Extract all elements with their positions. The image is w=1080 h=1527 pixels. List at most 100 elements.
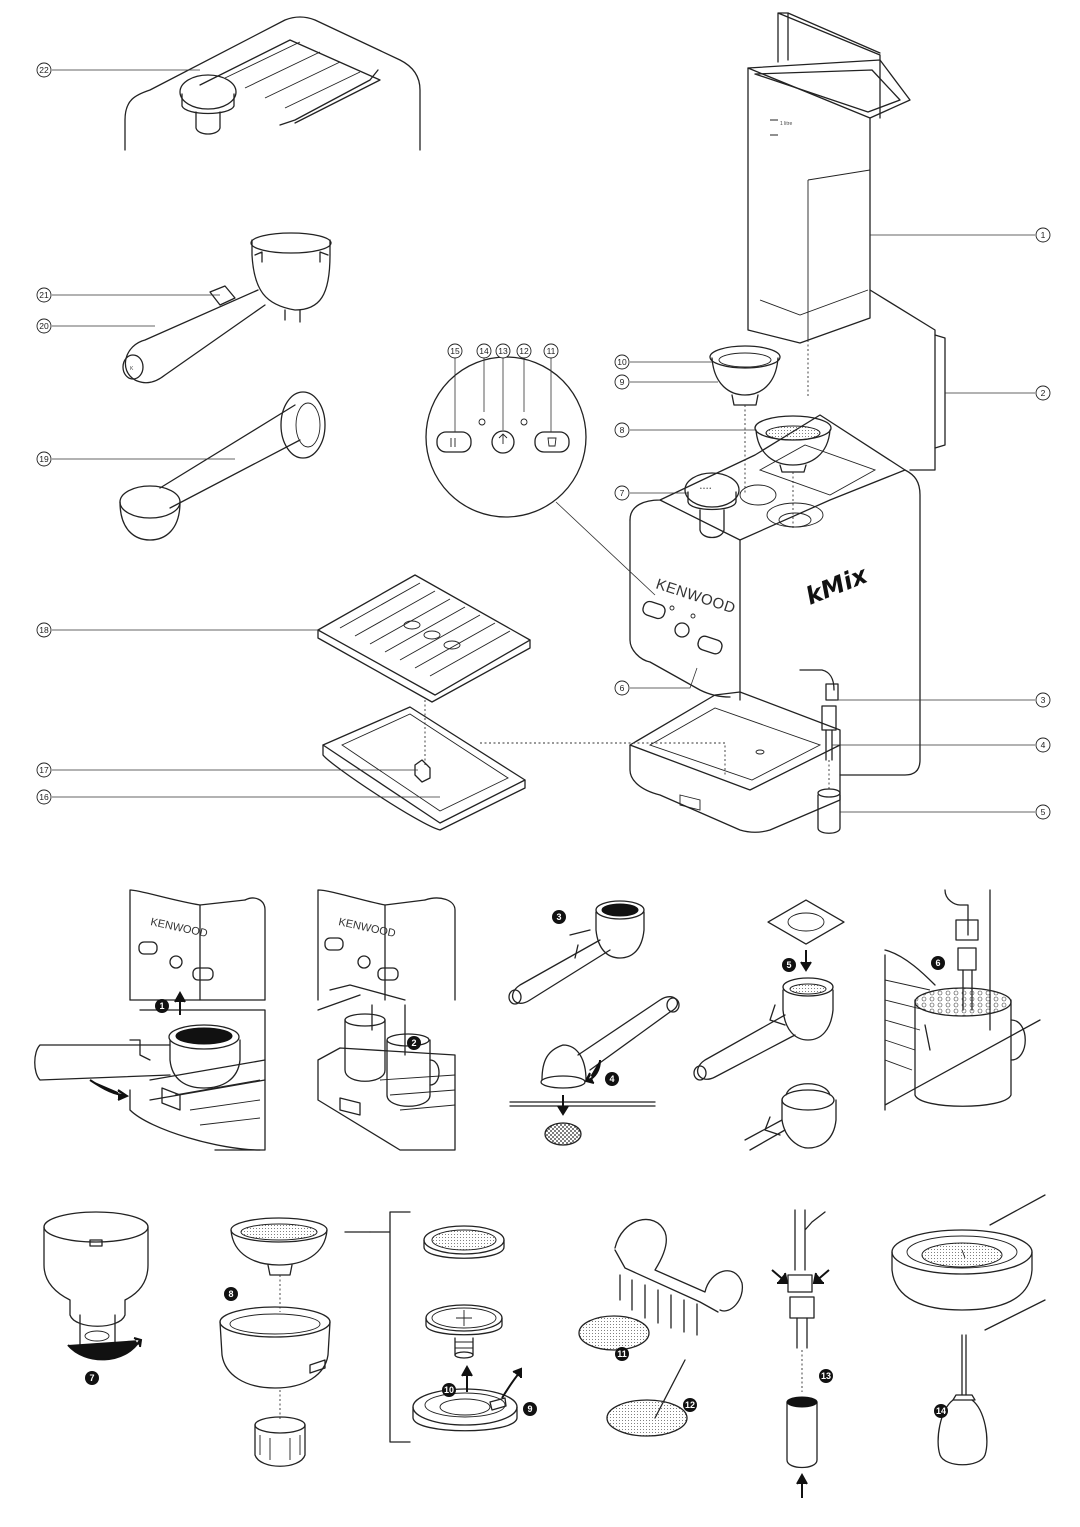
callout-21: 21 xyxy=(36,287,52,303)
measuring-scoop xyxy=(119,391,326,541)
step-14-number: 14 xyxy=(936,1406,946,1416)
step-14-needle-cleaning: 14 xyxy=(891,1194,1046,1466)
step-9-number: 9 xyxy=(527,1404,532,1414)
control-panel-zoom xyxy=(425,356,656,596)
callout-12: 12 xyxy=(516,343,532,359)
step-13-number: 13 xyxy=(821,1371,831,1381)
callout-14: 14 xyxy=(476,343,492,359)
svg-text:4: 4 xyxy=(1041,740,1046,750)
callout-18: 18 xyxy=(36,622,52,638)
step-5-insert-pod: 5 xyxy=(693,899,845,1151)
callout-1: 1 xyxy=(1035,227,1051,243)
portafilter: K xyxy=(122,232,332,384)
tank-scale-label: 1 litre xyxy=(780,121,792,127)
svg-text:7: 7 xyxy=(620,488,625,498)
step-6-number: 6 xyxy=(935,958,940,968)
step-3-4-remove-grounds: 3 4 xyxy=(508,900,680,1146)
svg-text:K: K xyxy=(130,366,134,372)
callout-10: 10 xyxy=(614,354,630,370)
svg-text:13: 13 xyxy=(498,346,508,356)
svg-text:11: 11 xyxy=(547,346,556,356)
svg-text:20: 20 xyxy=(39,321,49,331)
espresso-cup-icon xyxy=(547,437,557,447)
espresso-button-zoom[interactable] xyxy=(534,431,570,453)
svg-text:15: 15 xyxy=(450,346,460,356)
steam-button-zoom[interactable] xyxy=(436,431,472,453)
svg-text:3: 3 xyxy=(1041,695,1046,705)
brand-label: KENWOOD xyxy=(654,576,738,618)
steam-button[interactable] xyxy=(641,600,666,620)
svg-text:2: 2 xyxy=(1041,388,1046,398)
machine-body: KENWOOD kMix xyxy=(629,289,946,776)
drip-tray xyxy=(480,691,841,833)
callout-17: 17 xyxy=(36,762,52,778)
svg-text:9: 9 xyxy=(620,377,625,387)
step-9-10-filter-disassembly: 10 9 xyxy=(412,1225,537,1432)
callout-5: 5 xyxy=(1035,804,1051,820)
step-1-insert-portafilter: KENWOOD 1 xyxy=(34,889,266,1151)
svg-text:14: 14 xyxy=(479,346,489,356)
cup-warmer xyxy=(124,16,421,151)
callout-2: 2 xyxy=(1035,385,1051,401)
espresso-button[interactable] xyxy=(696,635,723,656)
power-button[interactable] xyxy=(674,622,690,638)
power-icon xyxy=(498,433,508,444)
step-11-number: 11 xyxy=(617,1349,627,1359)
callout-labels: 1 2 3 4 5 6 7 8 9 10 11 12 13 14 15 16 1… xyxy=(36,62,1051,820)
drip-tray-base xyxy=(322,706,526,831)
step-7-unscrew-filter: 7 xyxy=(43,1211,149,1385)
svg-text:18: 18 xyxy=(39,625,49,635)
step-4-number: 4 xyxy=(609,1074,614,1084)
svg-text:8: 8 xyxy=(620,425,625,435)
step-13-steam-nozzle-cleaning: 13 xyxy=(771,1209,833,1498)
step-6-steam-milk: 6 xyxy=(884,889,1041,1111)
svg-text:6: 6 xyxy=(620,683,625,693)
callout-6: 6 xyxy=(614,680,630,696)
callout-15: 15 xyxy=(447,343,463,359)
step-11-12-brush-cleaning: 11 12 xyxy=(578,1218,743,1437)
callout-3: 3 xyxy=(1035,692,1051,708)
callout-19: 19 xyxy=(36,451,52,467)
power-button-zoom[interactable] xyxy=(491,430,515,454)
callout-20: 20 xyxy=(36,318,52,334)
heating-light-icon xyxy=(520,418,528,426)
svg-text:• • • •: • • • • xyxy=(700,486,711,492)
svg-text:21: 21 xyxy=(39,290,49,300)
water-tank: 1 litre xyxy=(747,12,911,344)
selector-knob[interactable]: • • • • xyxy=(684,472,740,539)
step-8-filter-parts: 8 xyxy=(219,1211,411,1467)
svg-text:17: 17 xyxy=(39,765,49,775)
callout-22: 22 xyxy=(36,62,52,78)
callout-4: 4 xyxy=(1035,737,1051,753)
callout-11: 11 xyxy=(543,343,559,359)
svg-text:1: 1 xyxy=(1041,230,1046,240)
step-8-number: 8 xyxy=(228,1289,233,1299)
step-7-number: 7 xyxy=(89,1373,94,1383)
step-5-number: 5 xyxy=(786,960,791,970)
step-3-number: 3 xyxy=(556,912,561,922)
callout-9: 9 xyxy=(614,374,630,390)
svg-text:22: 22 xyxy=(39,65,49,75)
filters-top xyxy=(709,340,832,530)
steam-ready-light-icon xyxy=(478,418,486,426)
step-2-brand-label: KENWOOD xyxy=(337,916,396,940)
step-2-brew-espresso: KENWOOD 2 xyxy=(317,889,456,1151)
step-2-number: 2 xyxy=(411,1038,416,1048)
callout-7: 7 xyxy=(614,485,630,501)
steam-icon xyxy=(450,438,456,447)
step-10-number: 10 xyxy=(444,1385,454,1395)
step-12-number: 12 xyxy=(685,1400,695,1410)
svg-text:5: 5 xyxy=(1041,807,1046,817)
step-1-number: 1 xyxy=(159,1001,164,1011)
kmix-logo: kMix xyxy=(802,560,873,610)
svg-text:10: 10 xyxy=(617,357,627,367)
svg-text:19: 19 xyxy=(39,454,49,464)
callout-13: 13 xyxy=(495,343,511,359)
callout-8: 8 xyxy=(614,422,630,438)
leader-lines xyxy=(52,69,1035,813)
drip-grille xyxy=(317,574,531,765)
callout-16: 16 xyxy=(36,789,52,805)
svg-text:16: 16 xyxy=(39,792,49,802)
